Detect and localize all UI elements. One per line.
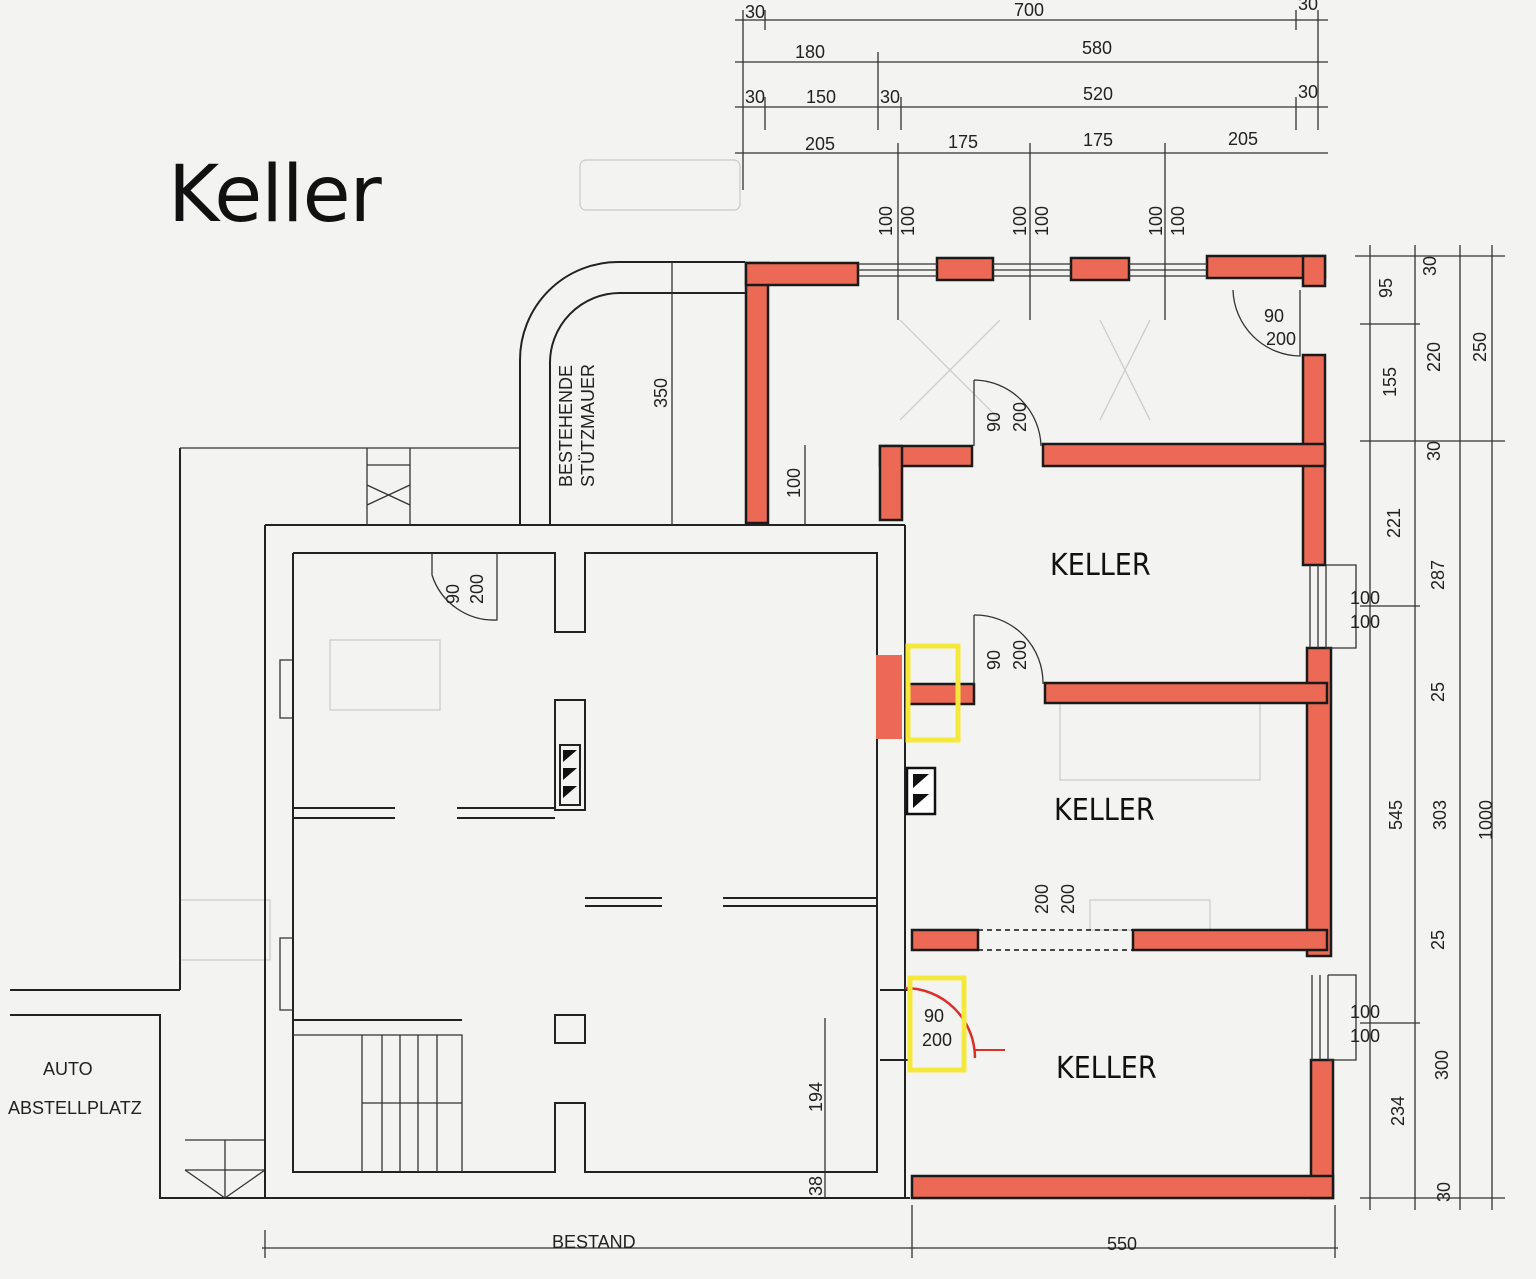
dim-top2-b: 580 [1082,38,1112,58]
existing-building [10,447,910,1199]
dim-top3-d: 520 [1083,84,1113,104]
dim-r2-300: 300 [1432,1050,1452,1080]
dim-r1-221: 221 [1384,508,1404,538]
label-bestehende: BESTEHENDE [556,365,576,487]
dim-top4-d: 205 [1228,129,1258,149]
dim-opening-a: 200 [1032,884,1052,914]
dim-r2-287: 287 [1428,560,1448,590]
retaining-wall [519,261,745,525]
dim-win-r2-a: 100 [1350,1002,1380,1022]
dim-top4-c: 175 [1083,130,1113,150]
dim-top2-a: 180 [795,42,825,62]
dim-top4-b: 175 [948,132,978,152]
dim-top1-a: 30 [745,2,765,22]
dim-bottom-550: 550 [1107,1234,1137,1254]
dim-win1-a: 100 [876,206,896,236]
dim-top3-c: 30 [880,87,900,107]
dim-350: 350 [651,378,671,408]
room-label-keller-lower: KELLER [1056,1051,1157,1086]
dim-door-left-b: 200 [467,574,487,604]
dim-win2-b: 100 [1032,206,1052,236]
label-bestand: BESTAND [552,1232,636,1252]
dim-win-r1-a: 100 [1350,588,1380,608]
dimension-lines [262,10,1505,1258]
dim-opening-b: 200 [1058,884,1078,914]
dim-38: 38 [806,1176,826,1196]
new-walls [744,254,1335,1200]
dim-r1-155: 155 [1380,367,1400,397]
dim-r2-25b: 25 [1428,930,1448,950]
dim-top1-b: 700 [1014,0,1044,20]
dim-door-tr-a: 90 [1264,306,1284,326]
dim-win1-b: 100 [898,206,918,236]
dim-top3-a: 30 [745,87,765,107]
dim-door-low-a: 90 [924,1006,944,1026]
dim-win2-a: 100 [1010,206,1030,236]
dim-door-mid-b: 200 [1010,640,1030,670]
dim-top3-e: 30 [1298,82,1318,102]
dim-win3-a: 100 [1146,206,1166,236]
dim-top1-c: 30 [1298,0,1318,14]
room-label-keller-middle: KELLER [1054,793,1155,828]
dim-r2-30c: 30 [1434,1182,1454,1202]
dim-door-mid-a: 90 [984,650,1004,670]
label-stuetzmauer: STÜTZMAUER [578,364,598,487]
dim-194: 194 [806,1082,826,1112]
dim-r2-303: 303 [1430,800,1450,830]
dim-door-left-a: 90 [443,584,463,604]
dim-door-tr-b: 200 [1266,329,1296,349]
label-auto: AUTO [43,1059,93,1079]
windows [858,263,1357,1061]
dim-r2-25a: 25 [1428,682,1448,702]
label-abstellplatz: ABSTELLPLATZ [8,1098,142,1118]
dim-top3-b: 150 [806,87,836,107]
dim-win3-b: 100 [1168,206,1188,236]
dim-100: 100 [784,468,804,498]
dim-r3-1000: 1000 [1476,800,1496,840]
dim-door-low-b: 200 [922,1030,952,1050]
dim-r1-234: 234 [1388,1096,1408,1126]
dim-top4-a: 205 [805,134,835,154]
dim-door-up-a: 90 [984,412,1004,432]
dim-r1-95: 95 [1376,278,1396,298]
room-label-keller-upper: KELLER [1050,548,1151,583]
dim-r3-250: 250 [1470,332,1490,362]
dim-r1-545: 545 [1386,800,1406,830]
yellow-marks [905,643,967,1073]
dim-door-up-b: 200 [1010,402,1030,432]
dim-r2-30a: 30 [1420,256,1440,276]
dim-win-r2-b: 100 [1350,1026,1380,1046]
dim-win-r1-b: 100 [1350,612,1380,632]
dim-r2-30b: 30 [1424,441,1444,461]
dim-r2-220: 220 [1424,342,1444,372]
page-title: Keller [168,150,382,240]
new-doors [904,289,1301,1059]
